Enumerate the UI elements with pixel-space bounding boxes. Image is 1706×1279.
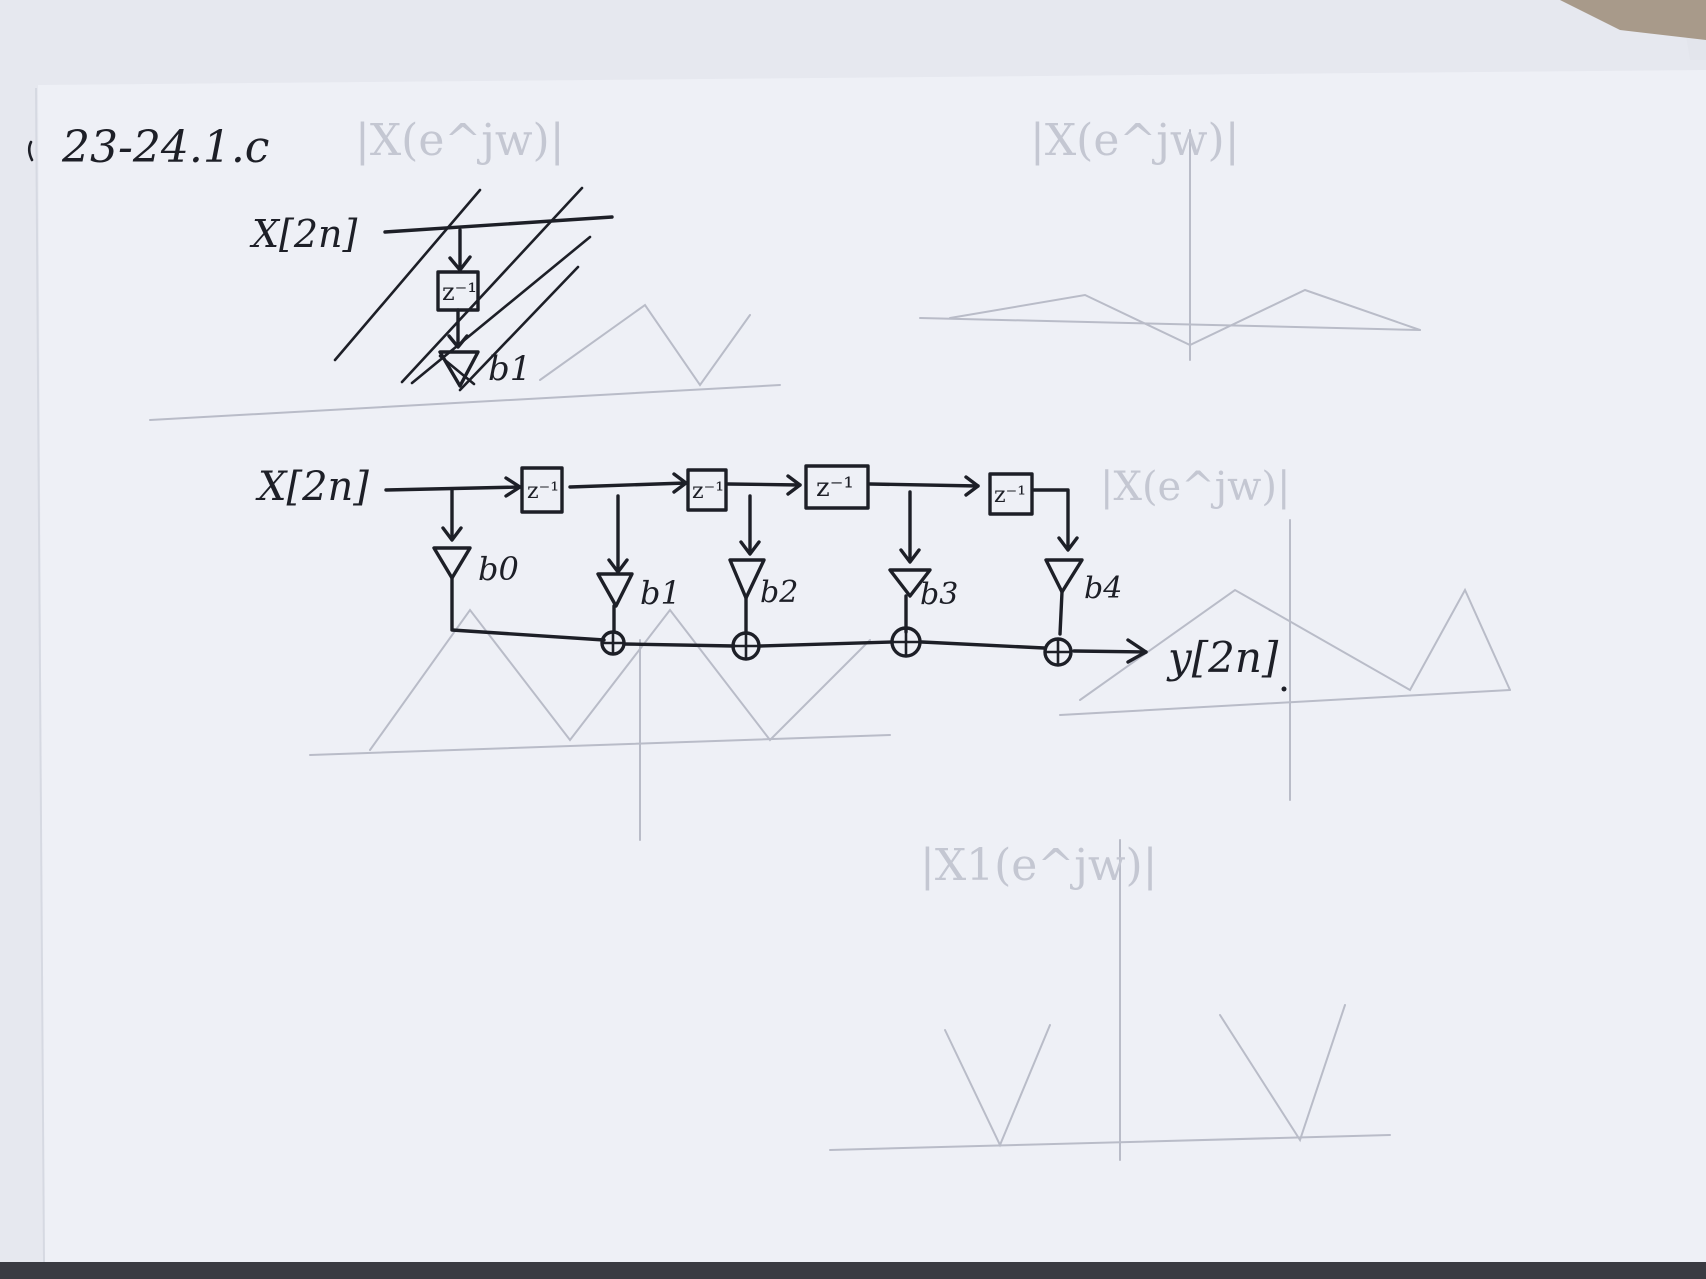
svg-text:|X(e^jw)|: |X(e^jw)| [355,115,565,166]
gain-label-b3: b3 [920,577,958,612]
gain-triangle-b0 [432,546,472,580]
fir-filter-diagram: X[2n] z⁻¹ z⁻¹ z⁻¹ z⁻¹ [255,464,1287,692]
adder-3 [890,626,922,658]
top-input-label: X[2n] [249,212,358,256]
page-heading: 23-24.1.c [61,122,269,173]
top-gain-triangle [438,350,480,388]
delay-block-3: z⁻¹ [804,464,870,510]
delay-label-2: z⁻¹ [692,479,724,504]
delay-label-1: z⁻¹ [527,479,559,504]
gain-label-b2: b2 [760,575,798,610]
top-delay-label: z⁻¹ [442,278,477,306]
delay-line [384,485,522,492]
gain-triangle-b2 [728,558,766,600]
delay-label-3: z⁻¹ [816,473,854,503]
strike-line-2 [400,186,584,384]
adder-4 [1043,637,1073,667]
gain-triangle-b4 [1044,558,1084,594]
gain-label-b0: b0 [478,550,519,588]
adder-2 [731,631,761,661]
delay-block-2: z⁻¹ [686,468,728,512]
gain-triangle-b1 [596,572,634,608]
svg-text:|X(e^jw)|: |X(e^jw)| [1030,115,1240,166]
crossed-out-diagram: X[2n] z⁻¹ b1 [249,186,614,392]
strike-line-4 [458,265,580,392]
adder-1 [600,630,626,656]
svg-text:|X1(e^jw)|: |X1(e^jw)| [920,840,1158,891]
output-label: y[2n] [1166,633,1279,682]
sum-line [622,642,736,648]
gain-label-b1: b1 [640,574,681,612]
strike-line-1 [333,188,482,362]
gain-triangle-b3 [888,568,932,598]
top-delay-block: z⁻¹ [436,270,480,312]
bleed-through-marks: |X(e^jw)| |X(e^jw)| |X(e^jw)| |X1(e^jw)| [149,115,1511,1161]
delay-block-4: z⁻¹ [988,472,1034,516]
top-gain-label: b1 [488,349,531,389]
main-input-label: X[2n] [255,464,369,510]
svg-text:|X(e^jw)|: |X(e^jw)| [1100,464,1290,510]
delay-label-4: z⁻¹ [994,483,1026,508]
gain-label-b4: b4 [1084,571,1122,606]
delay-block-1: z⁻¹ [520,466,564,514]
